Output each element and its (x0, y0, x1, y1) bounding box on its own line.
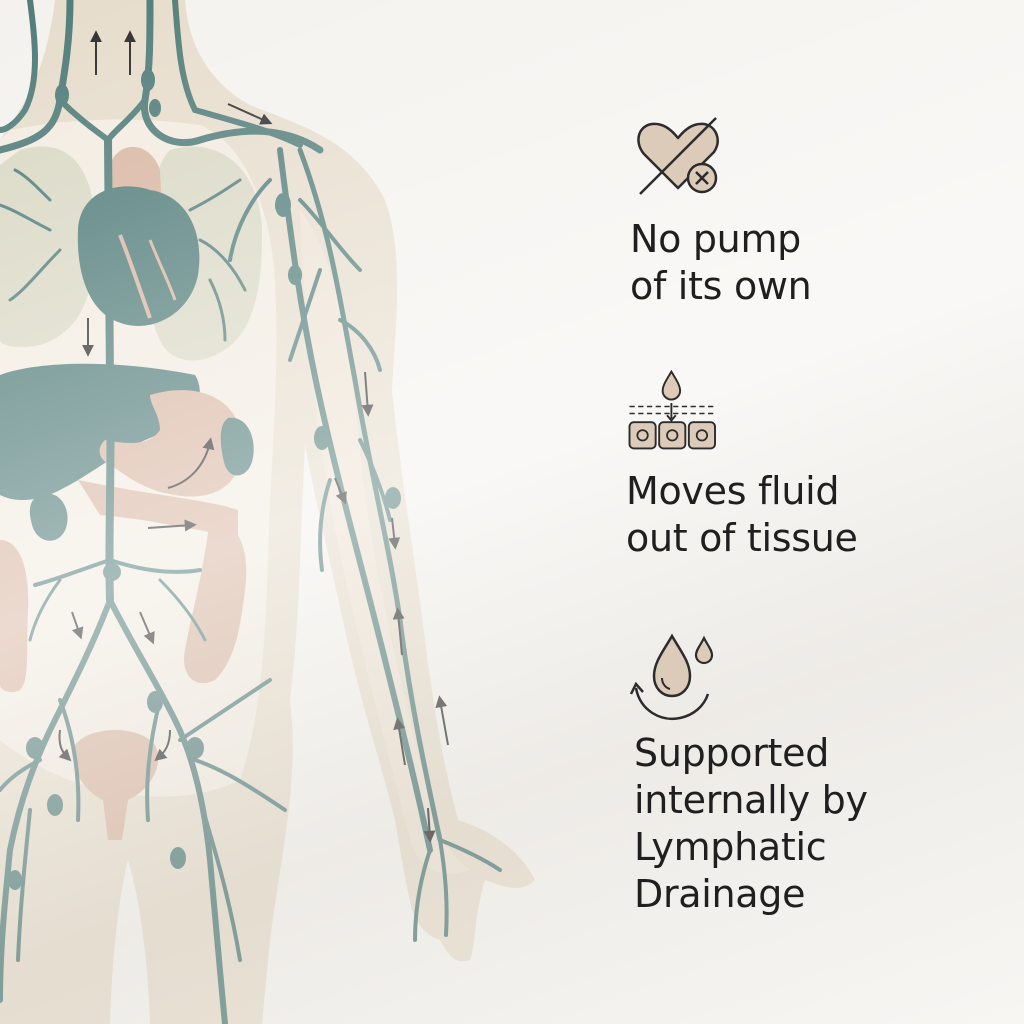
heart-with-x-icon (637, 117, 719, 195)
drops-circulation-icon (629, 633, 714, 720)
body-silhouette (0, 0, 535, 1024)
benefit-lymphatic-drainage: Supported internally by Lymphatic Draina… (628, 628, 868, 918)
fluid-drop-through-tissue-icon (628, 369, 716, 450)
benefit-moves-fluid: Moves fluid out of tissue (626, 362, 858, 562)
benefit-text: Moves fluid out of tissue (626, 469, 858, 560)
benefit-no-pump: No pump of its own (630, 112, 812, 310)
benefit-text: Supported internally by Lymphatic Draina… (634, 731, 868, 916)
benefit-text: No pump of its own (630, 217, 812, 308)
